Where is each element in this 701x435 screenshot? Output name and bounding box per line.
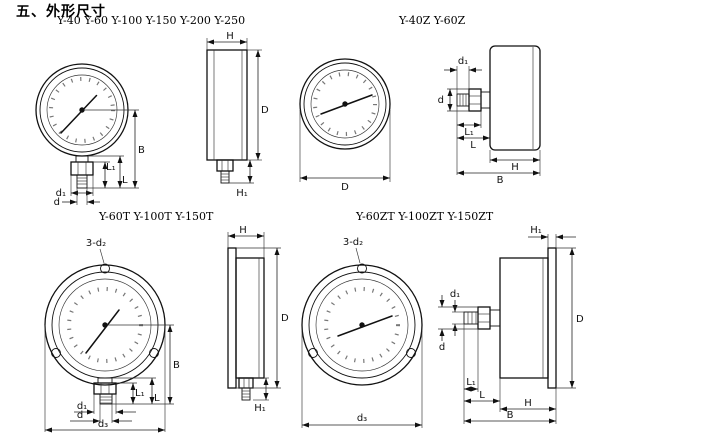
mounting-hole xyxy=(357,263,367,274)
dim-label-L1: L₁ xyxy=(106,162,116,173)
pointer-needle xyxy=(60,94,98,134)
dim-label-d: d xyxy=(54,197,60,208)
dim-label-d: d xyxy=(439,342,445,353)
dim-label-d3: d₃ xyxy=(357,413,367,424)
hex-nut xyxy=(477,306,491,330)
figure1-side-view xyxy=(206,49,248,184)
dim-label-d: d xyxy=(438,95,444,106)
needle-hub xyxy=(79,107,85,113)
dim-label-H1: H₁ xyxy=(254,403,266,414)
dim-label-d1: d₁ xyxy=(458,56,468,67)
dim-label-L: L xyxy=(122,175,128,186)
dial-ticks xyxy=(324,287,400,363)
dim-label-d1: d₁ xyxy=(77,401,87,412)
dim-label-H: H xyxy=(239,225,247,236)
dim-label-L: L xyxy=(470,140,476,151)
figure3-side-view xyxy=(227,247,265,401)
case-side xyxy=(235,257,265,379)
needle-hub xyxy=(342,101,348,107)
dim-label-H: H xyxy=(511,162,519,173)
dim-label-d3: d₃ xyxy=(98,419,108,430)
dim-label-D: D xyxy=(576,314,584,325)
dim-label-B: B xyxy=(138,145,145,156)
dim-label-H: H xyxy=(524,398,532,409)
dim-label-holes: 3-d₂ xyxy=(343,237,363,248)
mounting-hole xyxy=(51,348,61,358)
hex-nut xyxy=(70,161,94,176)
figure2-side-view xyxy=(456,45,541,151)
mounting-hole xyxy=(149,348,159,358)
gauge-dial xyxy=(315,278,409,372)
figure3-caption: Y-60T Y-100T Y-150T xyxy=(99,210,214,223)
dim-label-L: L xyxy=(479,390,485,401)
hex-nut xyxy=(238,377,254,389)
figure1-drawing: B L₁ L d₁ d xyxy=(35,31,269,208)
dim-label-d1: d₁ xyxy=(56,188,66,199)
thread-stub xyxy=(76,174,88,189)
dim-label-d1: d₁ xyxy=(450,289,460,300)
dim-label-L: L xyxy=(154,393,160,404)
dim-label-L1: L₁ xyxy=(464,127,474,138)
figure1-caption: Y-40 Y-60 Y-100 Y-150 Y-200 Y-250 xyxy=(57,14,246,27)
dim-label-B: B xyxy=(507,410,514,421)
dial-ticks xyxy=(313,72,377,136)
dim-label-D: D xyxy=(341,182,349,193)
flange-plate xyxy=(227,247,237,389)
gauge-case-rim xyxy=(299,58,391,150)
mounting-hole xyxy=(406,348,416,358)
dim-label-L1: L₁ xyxy=(466,377,476,388)
mounting-hole xyxy=(100,263,110,274)
figure3-front-view xyxy=(44,263,166,405)
dim-label-B: B xyxy=(497,175,504,186)
thread-stub xyxy=(99,393,113,405)
flange-plate xyxy=(547,247,557,389)
needle-hub xyxy=(102,322,108,328)
dim-label-d: d xyxy=(77,410,83,421)
figure2-front-view xyxy=(299,58,391,150)
figure4-side-view xyxy=(463,247,557,389)
pointer-needle xyxy=(337,315,393,337)
case-side xyxy=(499,257,549,379)
dim-label-B: B xyxy=(173,360,180,371)
figure3-drawing: 3-d₂ B L₁ L d₁ d xyxy=(44,225,289,433)
section-heading: 五、外形尺寸 xyxy=(16,4,106,20)
case-side xyxy=(206,49,248,161)
gauge-dial xyxy=(310,69,380,139)
mounting-flange xyxy=(301,264,423,386)
dim-label-H1: H₁ xyxy=(530,225,542,236)
case-side xyxy=(489,45,541,151)
dim-label-D: D xyxy=(281,313,289,324)
hex-nut xyxy=(468,88,482,112)
dim-label-H: H xyxy=(226,31,234,42)
figure2-drawing: D d₁ d xyxy=(299,45,541,193)
figure4-drawing: 3-d₂ d₃ H₁ xyxy=(301,225,584,428)
figure4-front-view xyxy=(301,263,423,386)
pointer-needle xyxy=(85,309,120,354)
hex-nut xyxy=(216,159,234,172)
mounting-hole xyxy=(308,348,318,358)
gauge-case-rim xyxy=(308,271,416,379)
dim-label-holes: 3-d₂ xyxy=(86,238,106,249)
thread-stub xyxy=(463,311,479,325)
dim-label-L1: L₁ xyxy=(135,388,145,399)
figure4-caption: Y-60ZT Y-100ZT Y-150ZT xyxy=(356,210,494,223)
dim-label-D: D xyxy=(261,105,269,116)
dim-label-H1: H₁ xyxy=(236,188,248,199)
needle-hub xyxy=(359,322,365,328)
figure2-caption: Y-40Z Y-60Z xyxy=(399,14,466,27)
